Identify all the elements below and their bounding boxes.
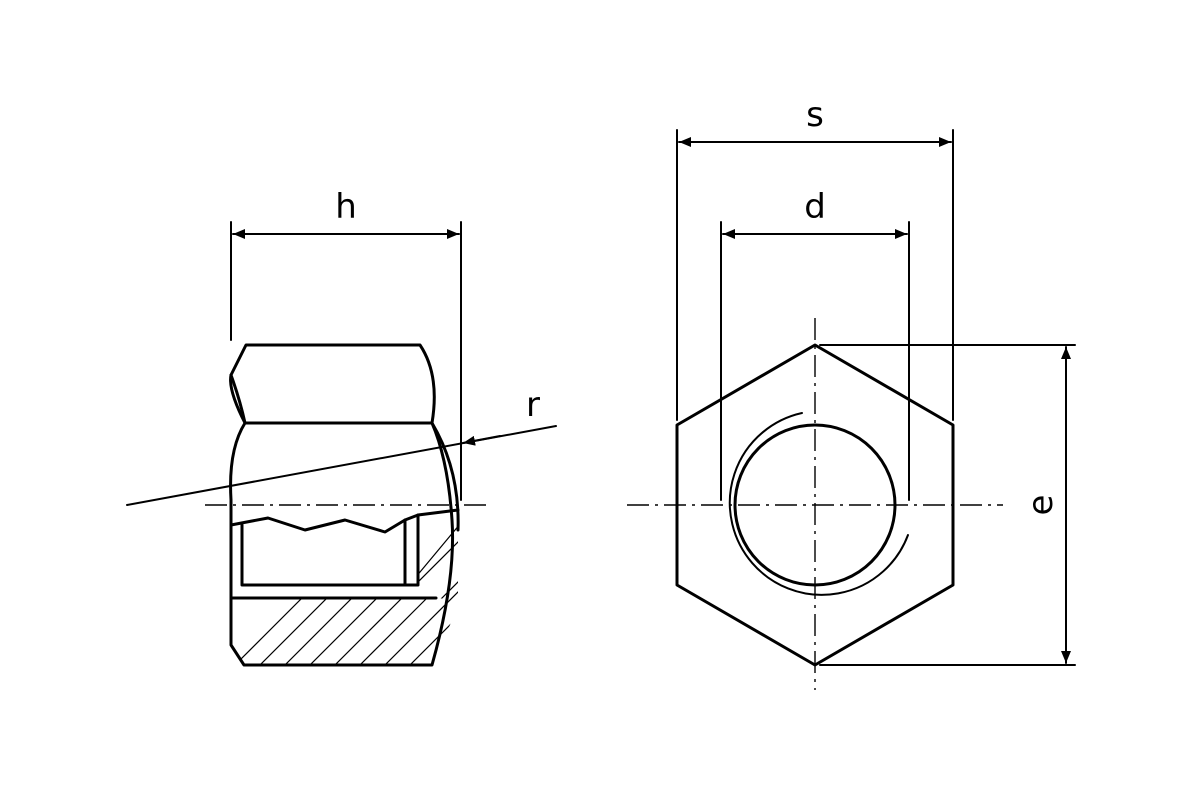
d-label: d xyxy=(804,187,826,227)
s-label: s xyxy=(806,95,824,135)
section-hatching-upper xyxy=(418,510,458,600)
section-hatching xyxy=(231,579,458,665)
thread-break-line xyxy=(229,508,460,534)
r-arrow xyxy=(462,435,501,446)
top-view: s d e xyxy=(627,95,1076,690)
side-view: h r xyxy=(126,187,557,667)
e-label: e xyxy=(1021,495,1061,516)
h-label: h xyxy=(335,187,357,227)
r-label: r xyxy=(526,385,540,425)
thread-outer-arc xyxy=(728,412,909,596)
inner-bore xyxy=(240,513,420,587)
chamfer-edge xyxy=(229,373,247,425)
dome-edge xyxy=(430,421,460,532)
